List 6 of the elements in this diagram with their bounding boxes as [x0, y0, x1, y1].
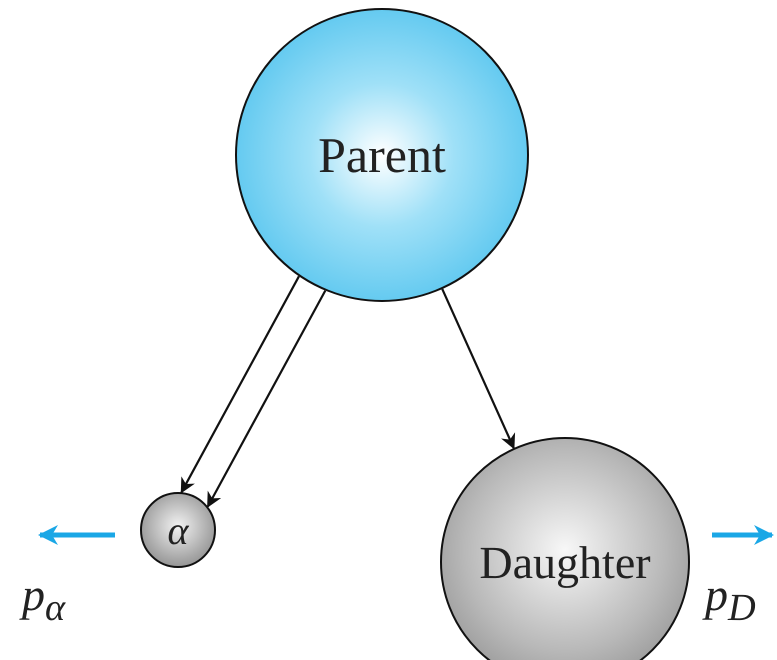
node-label: α [168, 506, 188, 554]
arrow [441, 288, 516, 450]
node-label: Parent [318, 126, 446, 184]
arrow [180, 276, 300, 494]
arrow [206, 290, 326, 508]
node-label: Daughter [479, 536, 651, 588]
